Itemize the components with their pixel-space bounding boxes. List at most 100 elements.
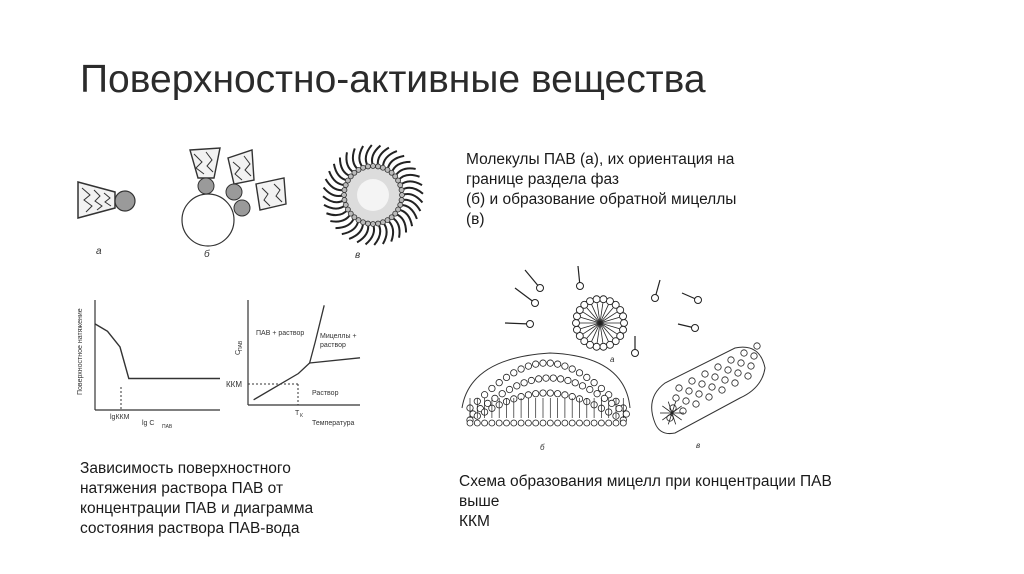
surfactant-head	[691, 324, 699, 332]
micelle-head	[561, 391, 569, 399]
micelle-tail	[599, 322, 618, 335]
micelle-label-a: а	[610, 355, 615, 364]
micelle-head	[375, 163, 381, 170]
micelle-head	[398, 197, 405, 203]
micelle-head	[398, 187, 405, 193]
tension-x-tick: lgККМ	[110, 414, 130, 421]
surfactant-head	[631, 349, 639, 357]
micelle-head	[564, 376, 572, 385]
micelle-head	[568, 419, 576, 427]
cylinder-tail	[671, 412, 677, 425]
surfactant-tail	[514, 287, 536, 304]
phase-region-right-2: раствор	[320, 342, 346, 349]
micelle-head	[708, 383, 716, 391]
micelle-tail	[599, 311, 618, 324]
micelle-head	[622, 410, 630, 418]
micelle-head	[397, 202, 404, 208]
micelle-head	[711, 373, 719, 381]
micelle-tail	[582, 311, 601, 324]
caption-line: состояния раствора ПАВ-вода	[80, 520, 300, 537]
spherical-micelle-illustration	[572, 295, 628, 351]
micelle-tail	[596, 322, 601, 343]
surfactant-head	[526, 320, 534, 328]
micelle-head	[724, 366, 732, 374]
micelle-head	[605, 419, 613, 427]
tension-xlabel-sub: ПАВ	[162, 424, 173, 430]
caption-line: Молекулы ПАВ (а), их ориентация на	[466, 151, 735, 168]
caption-line: выше	[459, 493, 500, 510]
micelle-head	[599, 342, 608, 351]
cmc-curve	[309, 357, 361, 364]
micelle-head	[575, 306, 584, 314]
micelle-tail	[401, 186, 424, 195]
micelle-head	[586, 297, 594, 306]
cylinder-tail	[667, 412, 673, 425]
micelle-head	[370, 163, 376, 169]
micelle-head	[480, 391, 489, 399]
micelle-head	[341, 197, 348, 203]
cylinder-outline	[651, 346, 766, 434]
micelle-tail	[326, 208, 349, 217]
reverse-micelle-illustration: в	[322, 144, 424, 261]
phase-region-right-1: Мицеллы +	[320, 333, 357, 340]
micelle-head	[375, 220, 381, 227]
micelle-head	[535, 375, 543, 383]
micelle-head	[580, 300, 589, 309]
micelle-head	[341, 192, 347, 198]
micelle-head	[539, 389, 547, 397]
micelle-head	[513, 382, 521, 390]
micelle-head	[688, 377, 696, 385]
micelle-head	[575, 369, 584, 377]
micelle-head	[576, 419, 583, 427]
micelle-head	[360, 219, 366, 226]
micelle-head	[597, 384, 605, 393]
micelle-tail	[599, 322, 620, 330]
micelle-head	[495, 379, 503, 387]
label-b: б	[204, 248, 210, 260]
micelle-head	[341, 187, 348, 193]
micelle-head	[672, 394, 680, 402]
micelle-head	[721, 376, 729, 384]
micelle-head	[573, 325, 581, 334]
phase-y-tick: ККМ	[226, 380, 242, 389]
phase-x-tick-sub: К	[300, 413, 303, 419]
micelle-head	[685, 387, 693, 395]
micelle-figure: а б в	[461, 265, 766, 452]
caption-line: ККМ	[459, 513, 490, 530]
micelle-head	[590, 379, 598, 387]
caption-line: концентрации ПАВ и диаграмма	[80, 500, 314, 517]
micelle-head	[532, 360, 540, 368]
micelle-head	[593, 390, 601, 398]
micelle-head	[612, 419, 620, 427]
micelle-tail	[599, 322, 614, 339]
micelle-head	[380, 219, 386, 226]
micelle-head	[388, 169, 395, 176]
surfactant-head	[531, 299, 539, 307]
micelle-tail	[599, 322, 604, 343]
caption-line: (в)	[466, 211, 485, 228]
micelle-tail	[599, 304, 609, 324]
micelle-head	[583, 373, 591, 381]
micelle-head	[517, 365, 525, 373]
caption-line: натяжения раствора ПАВ от	[80, 480, 284, 497]
micelle-head	[347, 173, 354, 180]
tension-ylabel: Поверхностное натяжение	[77, 308, 84, 395]
micelle-head	[399, 192, 405, 198]
phase-region-bottom: Раствор	[312, 390, 339, 397]
micelle-tail	[599, 303, 604, 324]
phase-x-tick: T	[295, 410, 300, 417]
tension-xlabel: lg C	[142, 420, 154, 427]
micelle-head	[590, 419, 598, 427]
micelle-head	[580, 337, 589, 346]
micelle-head	[546, 359, 554, 367]
micelle-head	[600, 394, 608, 402]
micelle-head	[753, 342, 761, 350]
micelle-head	[520, 379, 528, 387]
micelle-head	[342, 182, 349, 188]
micelle-head	[524, 362, 533, 370]
micelle-tail	[596, 303, 601, 324]
micelle-head	[620, 319, 628, 327]
micelle-head	[365, 163, 371, 170]
label-a: а	[96, 246, 102, 257]
micelle-head	[488, 419, 496, 427]
